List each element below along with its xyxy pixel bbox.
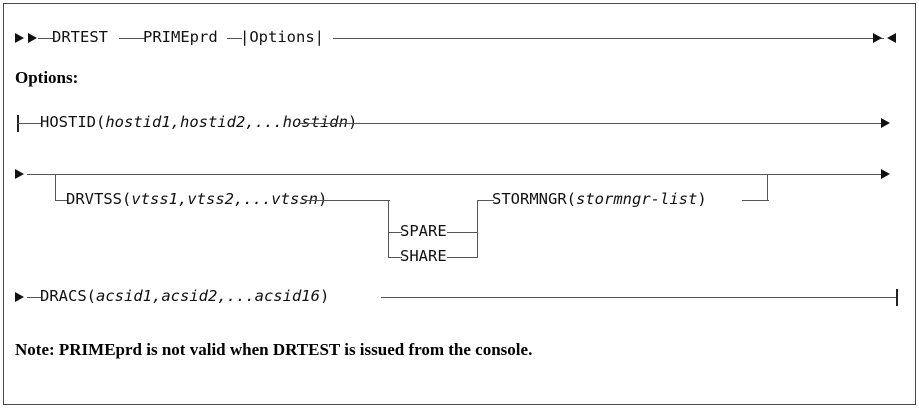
choice-left-rail <box>388 200 389 258</box>
main-line-end-arrow-left <box>887 33 896 43</box>
hostid-close-paren: ) <box>347 113 358 131</box>
hostid-params: hostid1,hostid2,...hostidn <box>105 113 348 131</box>
drvtss-keyword: DRVTSS( <box>66 190 132 208</box>
diagram-note: Note: PRIMEprd is not valid when DRTEST … <box>15 340 533 359</box>
drvtss-close-paren: ) <box>317 190 328 208</box>
main-line-end-arrow-right <box>873 33 882 43</box>
choice-option-share: SHARE <box>400 247 447 265</box>
choice-option-spare: SPARE <box>400 222 447 240</box>
stormngr-rejoin-connector <box>767 174 768 201</box>
dracs-line-seg-1 <box>27 297 42 298</box>
hostid-term: HOSTID(hostid1,hostid2,...hostidn) <box>40 113 358 131</box>
drvtss-branch-in-line <box>55 200 68 201</box>
stormngr-term: STORMNGR(stormngr-list) <box>492 190 707 208</box>
drvtss-params: vtss1,vtss2,...vtssn <box>131 190 318 208</box>
choice-to-stormngr-line <box>477 200 494 201</box>
options-heading: Options: <box>15 68 79 87</box>
fragment-ref-options: |Options| <box>240 28 324 46</box>
choice-share-in-line <box>388 257 402 258</box>
operand-primeprd: PRIMEprd <box>143 28 218 46</box>
main-line-seg-2 <box>119 38 145 39</box>
dracs-end-tick <box>896 289 898 306</box>
main-line-seg-3 <box>227 38 242 39</box>
hostid-keyword: HOSTID( <box>40 113 106 131</box>
choice-spare-in-line <box>388 232 402 233</box>
main-line-start-arrow-2 <box>28 33 37 43</box>
drvtss-end-arrow <box>881 169 890 179</box>
stormngr-close-paren: ) <box>697 190 707 208</box>
command-drtest: DRTEST <box>52 28 108 46</box>
dracs-term: DRACS(acsid1,acsid2,...acsid16) <box>40 287 330 305</box>
hostid-line-seg-2 <box>298 123 884 124</box>
drvtss-term: DRVTSS(vtss1,vtss2,...vtssn) <box>66 190 328 208</box>
dracs-line-seg-2 <box>381 297 898 298</box>
drvtss-bypass-line <box>27 174 884 175</box>
dracs-params: acsid1,acsid2,...acsid16 <box>96 287 320 305</box>
drvtss-to-choice-line <box>305 200 390 201</box>
choice-right-rail <box>477 200 478 233</box>
hostid-end-arrow <box>881 118 890 128</box>
stormngr-params: stormngr-list <box>576 190 698 208</box>
dracs-start-arrow <box>15 292 24 302</box>
choice-share-out-line <box>447 257 478 258</box>
dracs-keyword: DRACS( <box>40 287 96 305</box>
main-line-seg-4 <box>333 38 884 39</box>
drvtss-start-arrow <box>15 169 24 179</box>
hostid-line-seg-1 <box>17 123 42 124</box>
main-line-start-arrow-1 <box>15 33 24 43</box>
stormngr-keyword: STORMNGR( <box>492 190 576 208</box>
choice-right-rail-lower <box>477 232 478 258</box>
stormngr-out-line <box>742 200 769 201</box>
drvtss-branch-down-connector <box>55 174 56 201</box>
dracs-close-paren: ) <box>319 287 330 305</box>
main-line-seg-1 <box>38 38 53 39</box>
choice-spare-out-line <box>447 232 478 233</box>
